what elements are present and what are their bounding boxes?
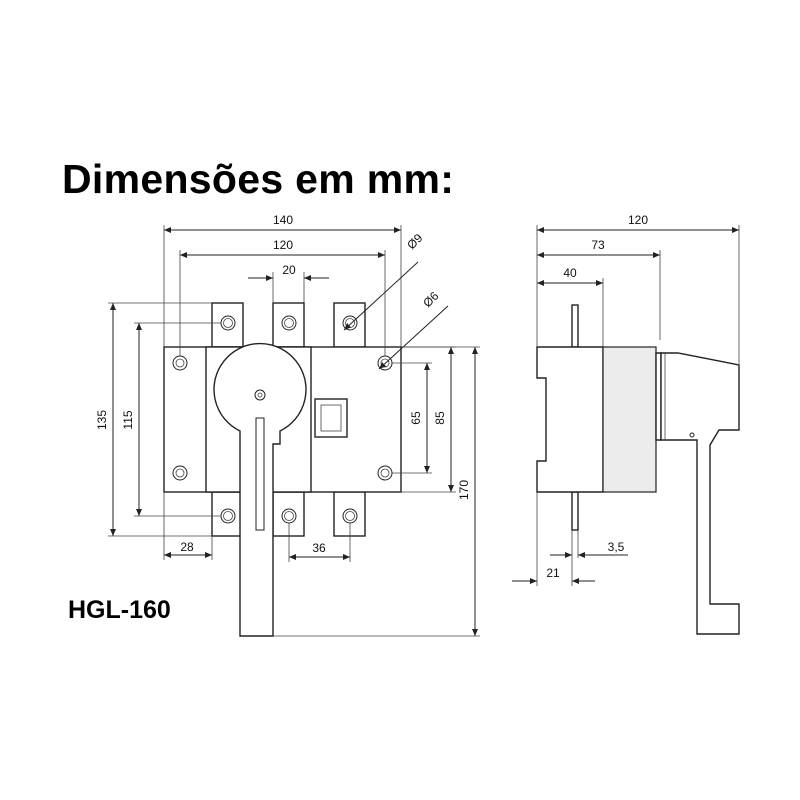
terminal-top-1: [211, 302, 244, 348]
side-view: [536, 304, 740, 635]
dim-36: 36: [312, 541, 326, 555]
dim-135: 135: [95, 410, 109, 430]
dim-28: 28: [180, 540, 194, 554]
dim-140: 140: [273, 213, 293, 227]
dim-85: 85: [433, 411, 447, 425]
front-dimensions: 140 120 20 Ø9 Ø6 135 115 65: [95, 213, 480, 637]
handle-pivot: [254, 389, 266, 401]
dim-170: 170: [457, 480, 471, 500]
terminal-bottom-1: [211, 491, 244, 537]
dim-115: 115: [121, 410, 135, 429]
dim-120-side: 120: [628, 213, 648, 227]
handle-profile: [660, 352, 740, 635]
dim-120-front: 120: [273, 238, 293, 252]
dim-20: 20: [282, 263, 296, 277]
shaft-top: [571, 304, 579, 348]
dim-dia-9: Ø9: [404, 231, 425, 252]
dim-21: 21: [546, 566, 560, 580]
dim-dia-6: Ø6: [420, 289, 441, 310]
handle-slot: [255, 417, 265, 531]
front-view: [163, 302, 402, 637]
page-title: Dimensões em mm:: [62, 156, 455, 202]
dim-3-5: 3,5: [608, 540, 625, 554]
rear-body: [536, 346, 604, 493]
dim-65: 65: [409, 411, 423, 425]
dim-73: 73: [591, 238, 605, 252]
model-label: HGL-160: [68, 596, 171, 624]
side-dimensions: 120 73 40 3,5 21: [512, 213, 740, 586]
shaft-bottom: [571, 491, 579, 531]
front-body: [602, 346, 657, 493]
dim-40: 40: [563, 266, 577, 280]
terminal-bottom-3: [333, 491, 366, 537]
handle-base: [655, 352, 662, 441]
terminal-bottom-2: [272, 491, 305, 537]
handle: [213, 342, 307, 637]
terminal-top-2: [272, 302, 305, 348]
